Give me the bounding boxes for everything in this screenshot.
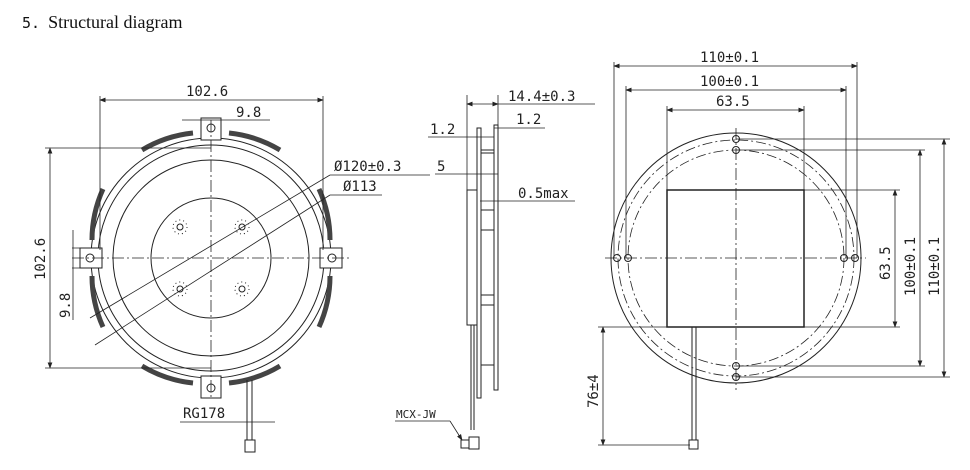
section-number: 5. [22, 14, 41, 32]
dim-cable-length: 76±4 [586, 374, 602, 408]
dim-gap: 0.5max [518, 186, 569, 202]
dim-outer-width: 110±0.1 [700, 50, 759, 66]
label-cable: RG178 [183, 406, 225, 422]
dim-right-plate: 1.2 [516, 112, 541, 128]
dim-inner-diameter: Ø113 [343, 179, 377, 195]
dim-hole-spacing-height: 100±0.1 [903, 237, 919, 296]
back-view [598, 62, 950, 450]
dim-patch-width: 63.5 [716, 94, 750, 110]
front-view [45, 96, 430, 453]
side-view [395, 95, 595, 450]
section-title-text: Structural diagram [48, 12, 183, 32]
dim-tab-width: 9.8 [236, 105, 261, 121]
dim-outer-height: 110±0.1 [927, 237, 943, 296]
section-title: 5. Structural diagram [22, 12, 183, 33]
label-connector: MCX-JW [396, 408, 436, 421]
dim-hole-spacing-width: 100±0.1 [700, 74, 759, 90]
dim-height: 102.6 [33, 238, 49, 280]
dim-offset: 5 [437, 159, 445, 175]
dim-patch-height: 63.5 [878, 246, 894, 280]
dim-total-thickness: 14.4±0.3 [508, 89, 575, 105]
dim-outer-diameter: Ø120±0.3 [334, 159, 401, 175]
dim-left-plate: 1.2 [430, 122, 455, 138]
dim-width: 102.6 [186, 84, 228, 100]
dim-tab-height: 9.8 [58, 293, 74, 318]
